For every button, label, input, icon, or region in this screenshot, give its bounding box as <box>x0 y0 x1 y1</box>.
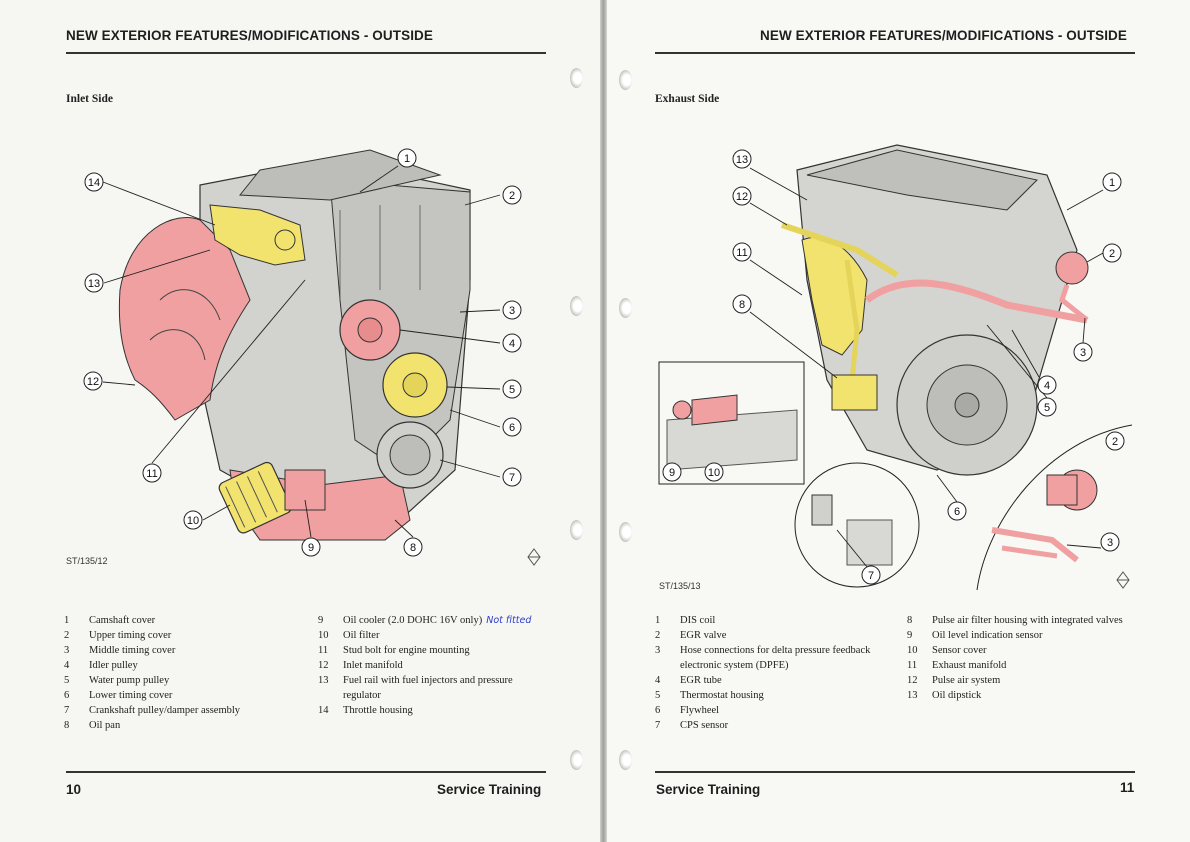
header-rule <box>66 52 546 54</box>
footer-rule <box>655 771 1135 773</box>
hole-punch-icon <box>619 298 632 318</box>
legend-item: electronic system (DPFE) <box>680 660 789 671</box>
callout-label: 5 <box>509 384 515 396</box>
callout-label: 3 <box>1107 537 1113 549</box>
callout-label: 5 <box>1044 402 1050 414</box>
section-subhead: Inlet Side <box>66 93 113 105</box>
footer-label: Service Training <box>437 782 542 797</box>
page-header: NEW EXTERIOR FEATURES/MODIFICATIONS - OU… <box>760 28 1128 43</box>
page-header: NEW EXTERIOR FEATURES/MODIFICATIONS - OU… <box>66 28 434 43</box>
logo-mark-icon <box>1116 571 1130 589</box>
callout-label: 12 <box>736 191 748 203</box>
callout-label: 10 <box>708 467 720 479</box>
callout-markers: 13 12 11 8 1 2 3 4 5 6 2 3 9 10 7 <box>662 149 1125 585</box>
handwritten-note: Not fitted <box>486 615 532 626</box>
hole-punch-icon <box>570 296 583 316</box>
left-page: NEW EXTERIOR FEATURES/MODIFICATIONS - OU… <box>0 0 600 842</box>
callout-label: 6 <box>509 422 515 434</box>
header-rule <box>655 52 1135 54</box>
footer-label: Service Training <box>656 782 761 797</box>
callout-label: 2 <box>509 190 515 202</box>
legend-item: regulator <box>343 690 381 701</box>
callout-label: 9 <box>308 542 314 554</box>
engine-illustration: 13 12 11 8 1 2 3 4 5 6 2 3 9 10 7 <box>658 144 1133 591</box>
callout-label: 1 <box>404 153 410 165</box>
callout-label: 2 <box>1112 436 1118 448</box>
callout-label: 3 <box>509 305 515 317</box>
book-spine <box>600 0 607 842</box>
callout-label: 2 <box>1109 248 1115 260</box>
engine-illustration: 1 2 3 4 5 6 7 8 9 10 11 12 13 14 <box>83 148 541 566</box>
hole-punch-icon <box>619 750 632 770</box>
hole-punch-icon <box>619 522 632 542</box>
callout-label: 4 <box>509 338 515 350</box>
page-number: 11 <box>1120 780 1135 795</box>
callout-label: 13 <box>88 278 100 290</box>
callout-label: 9 <box>669 467 675 479</box>
callout-label: 8 <box>739 299 745 311</box>
callout-label: 4 <box>1044 380 1050 392</box>
right-page: NEW EXTERIOR FEATURES/MODIFICATIONS - OU… <box>607 0 1190 842</box>
figure-reference: ST/135/13 <box>659 581 701 591</box>
callout-label: 10 <box>187 515 199 527</box>
section-subhead: Exhaust Side <box>655 93 720 105</box>
callout-label: 14 <box>88 177 100 189</box>
hole-punch-icon <box>570 520 583 540</box>
callout-label: 1 <box>1109 177 1115 189</box>
callout-markers: 1 2 3 4 5 6 7 8 9 10 11 12 13 14 <box>83 148 522 557</box>
callout-label: 8 <box>410 542 416 554</box>
logo-mark-icon <box>527 548 541 566</box>
footer-rule <box>66 771 546 773</box>
figure-reference: ST/135/12 <box>66 556 108 566</box>
callout-label: 12 <box>87 376 99 388</box>
hole-punch-icon <box>570 68 583 88</box>
page-number: 10 <box>66 782 82 797</box>
callout-label: 13 <box>736 154 748 166</box>
callout-label: 11 <box>736 247 747 259</box>
hole-punch-icon <box>570 750 583 770</box>
hole-punch-icon <box>619 70 632 90</box>
callout-label: 11 <box>146 468 157 480</box>
callout-label: 6 <box>954 506 960 518</box>
callout-label: 7 <box>868 570 874 582</box>
callout-label: 3 <box>1080 347 1086 359</box>
callout-label: 7 <box>509 472 515 484</box>
